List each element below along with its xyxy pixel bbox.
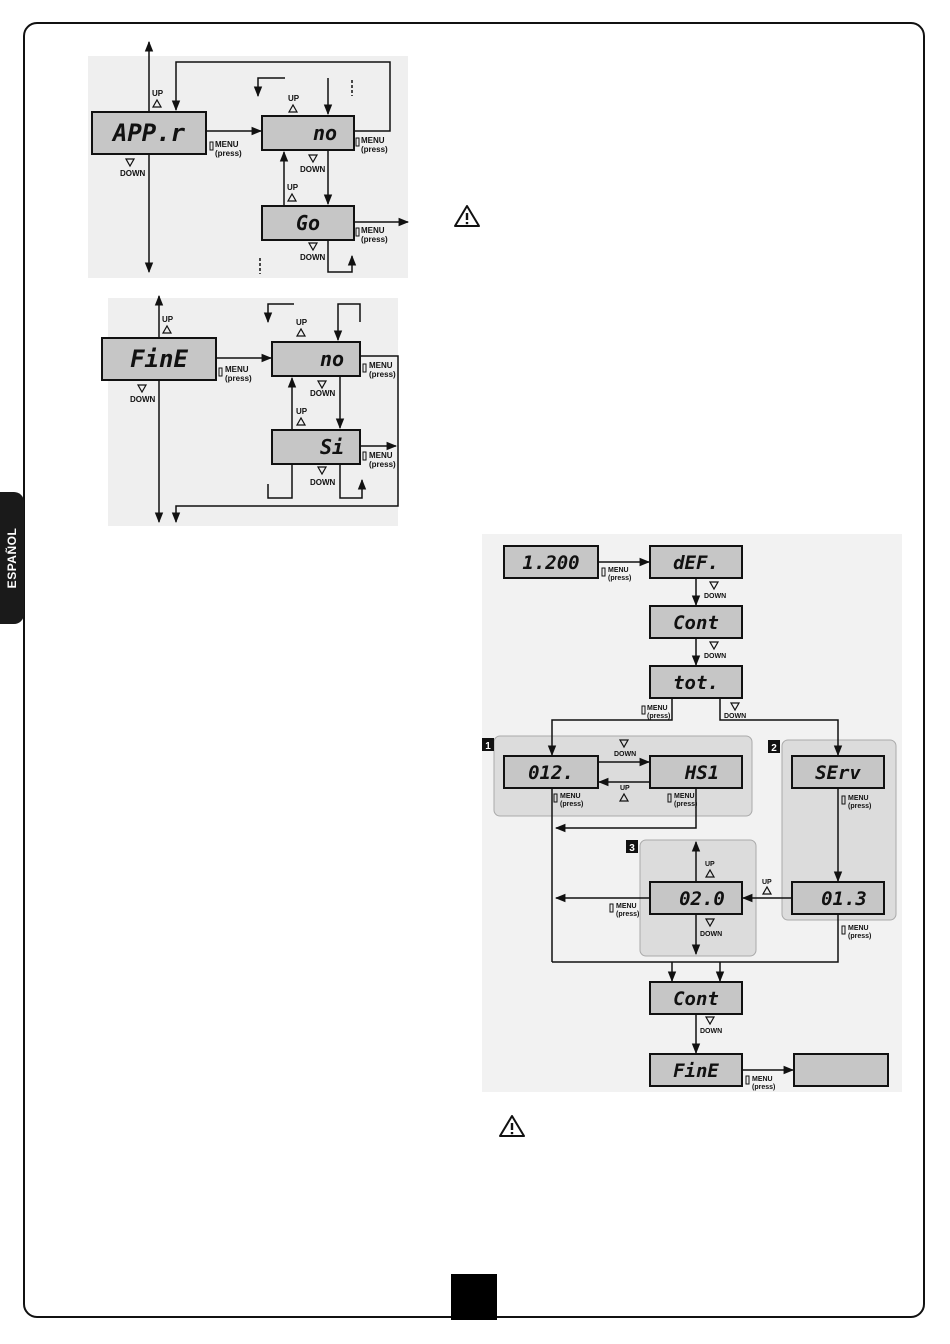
warning-icon [499,1115,525,1137]
menu-label-b1: MENU [225,365,249,374]
up-label-f1: UP [620,785,630,792]
display-appr-text: APP.r [111,119,186,147]
up-label-f3: UP [705,861,715,868]
menu-label-b2: MENU [369,361,393,370]
press-label-f2: (press) [647,713,670,720]
display-si-text: Si [320,435,344,459]
display-end [793,1053,889,1087]
display-cont-text: Cont [673,612,719,634]
press-label-a2: (press) [361,145,388,154]
display-d1b [649,755,743,789]
display-d1b-text: HS1 [684,762,719,784]
display-d1-text: 012. [528,762,574,784]
display-no-b [271,341,361,377]
menu-label-b3: MENU [369,451,393,460]
group-1-number: 1 [485,741,491,752]
diagram-b: FinE no Si UP DOWN MENU (press) UP MENU … [101,294,399,526]
group-1-badge [482,738,494,751]
display-no [261,115,355,151]
display-tot [649,665,743,699]
press-label-b1: (press) [225,374,252,383]
press-label-f8: (press) [752,1084,775,1091]
press-label-b2: (press) [369,370,396,379]
up-label-a1: UP [152,89,164,98]
press-label-f5: (press) [848,803,871,810]
up-label-a3: UP [287,183,299,192]
display-serv-text: SErv [815,762,861,784]
menu-label-a3: MENU [361,226,385,235]
down-label-a1: DOWN [120,169,146,178]
down-label-b1: DOWN [130,395,156,404]
menu-label-f4: MENU [674,793,695,800]
diagram-a: APP.r no Go UP DOWN MENU (press) UP MENU… [88,40,410,278]
up-label-a2: UP [288,94,300,103]
menu-label-f6: MENU [616,903,637,910]
warning-icon [454,205,480,227]
flowchart: 1 2 3 1.200 dEF. Cont tot. 012. HS1 SErv… [482,534,902,1092]
menu-label-f5: MENU [848,795,869,802]
display-no-text: no [313,121,337,145]
display-cont2-text: Cont [673,988,719,1010]
press-label-f3: (press) [560,801,583,808]
down-label-f1: DOWN [704,593,726,600]
down-label-f3: DOWN [724,713,746,720]
menu-label-a2: MENU [361,136,385,145]
down-label-f5: DOWN [700,931,722,938]
down-label-a3: DOWN [300,253,326,262]
page-number-box [451,1274,497,1320]
display-fine-text: FinE [130,345,188,373]
display-def-text: dEF. [673,552,719,574]
group-2-number: 2 [771,743,777,754]
display-go-text: Go [296,211,320,235]
press-label-a3: (press) [361,235,388,244]
menu-label-f2: MENU [647,705,668,712]
group-3-number: 3 [629,843,635,854]
group-2-badge [768,740,780,753]
menu-label-f7: MENU [848,925,869,932]
display-d3-text: 02.0 [679,888,725,910]
down-label-f4: DOWN [614,751,636,758]
display-fine [101,337,217,381]
menu-label-f8: MENU [752,1076,773,1083]
display-version-text: 1.200 [522,552,579,574]
display-d1 [503,755,599,789]
down-label-a2: DOWN [300,165,326,174]
press-label-f1: (press) [608,575,631,582]
language-tab [0,492,24,624]
display-tot-text: tot. [673,672,719,694]
down-label-f6: DOWN [700,1028,722,1035]
group-3-badge [626,840,638,853]
down-label-b3: DOWN [310,478,336,487]
down-label-f2: DOWN [704,653,726,660]
press-label-f6: (press) [616,911,639,918]
display-val-text: 01.3 [821,888,867,910]
press-label-f7: (press) [848,933,871,940]
display-no-b-text: no [320,347,344,371]
menu-label-f1: MENU [608,567,629,574]
press-label-a1: (press) [215,149,242,158]
press-label-b3: (press) [369,460,396,469]
up-label-b3: UP [296,407,308,416]
press-label-f4: (press) [674,801,697,808]
up-label-b2: UP [296,318,308,327]
up-label-b1: UP [162,315,174,324]
display-si [271,429,361,465]
down-label-b2: DOWN [310,389,336,398]
display-go [261,205,355,241]
menu-label-a1: MENU [215,140,239,149]
up-label-f2: UP [762,879,772,886]
menu-label-f3: MENU [560,793,581,800]
display-fine-flow-text: FinE [673,1060,719,1082]
